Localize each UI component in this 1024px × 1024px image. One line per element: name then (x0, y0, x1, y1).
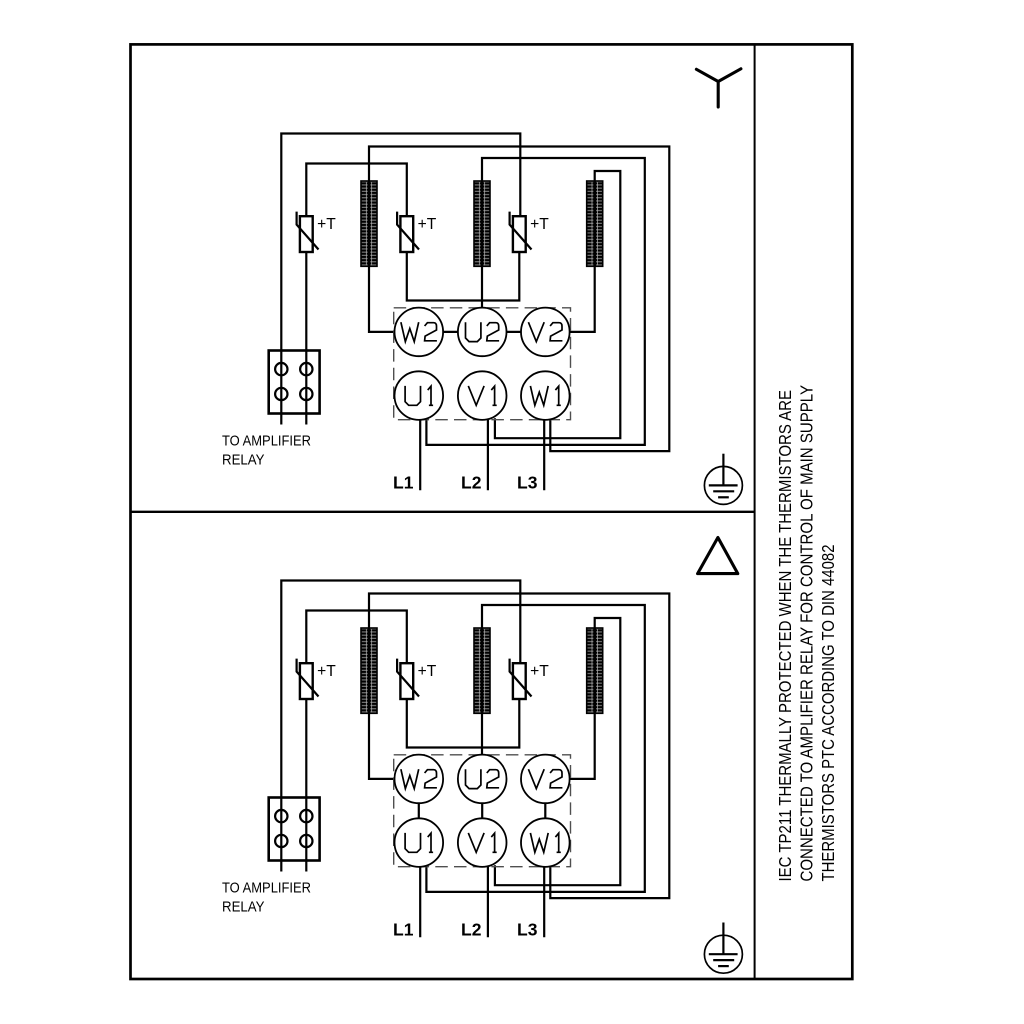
svg-text:L1: L1 (393, 919, 414, 939)
svg-text:+T: +T (530, 216, 549, 233)
svg-text:IEC TP211 THERMALLY PROTECTED: IEC TP211 THERMALLY PROTECTED WHEN THE T… (775, 390, 795, 882)
svg-text:RELAY: RELAY (222, 451, 265, 468)
svg-text:TO AMPLIFIER: TO AMPLIFIER (222, 879, 311, 896)
svg-text:L2: L2 (461, 472, 482, 492)
svg-text:RELAY: RELAY (222, 898, 265, 915)
svg-text:THERMISTORS PTC ACCORDING TO D: THERMISTORS PTC ACCORDING TO DIN 44082 (818, 545, 838, 882)
svg-text:L2: L2 (461, 919, 482, 939)
svg-text:TO AMPLIFIER: TO AMPLIFIER (222, 432, 311, 449)
svg-text:L3: L3 (517, 472, 538, 492)
svg-text:+T: +T (530, 663, 549, 680)
svg-text:L1: L1 (393, 472, 414, 492)
svg-text:+T: +T (317, 216, 336, 233)
svg-text:L3: L3 (517, 919, 538, 939)
svg-text:+T: +T (317, 663, 336, 680)
svg-text:+T: +T (418, 216, 437, 233)
svg-text:+T: +T (418, 663, 437, 680)
svg-text:CONNECTED TO AMPLIFIER RELAY F: CONNECTED TO AMPLIFIER RELAY FOR CONTROL… (797, 385, 817, 882)
